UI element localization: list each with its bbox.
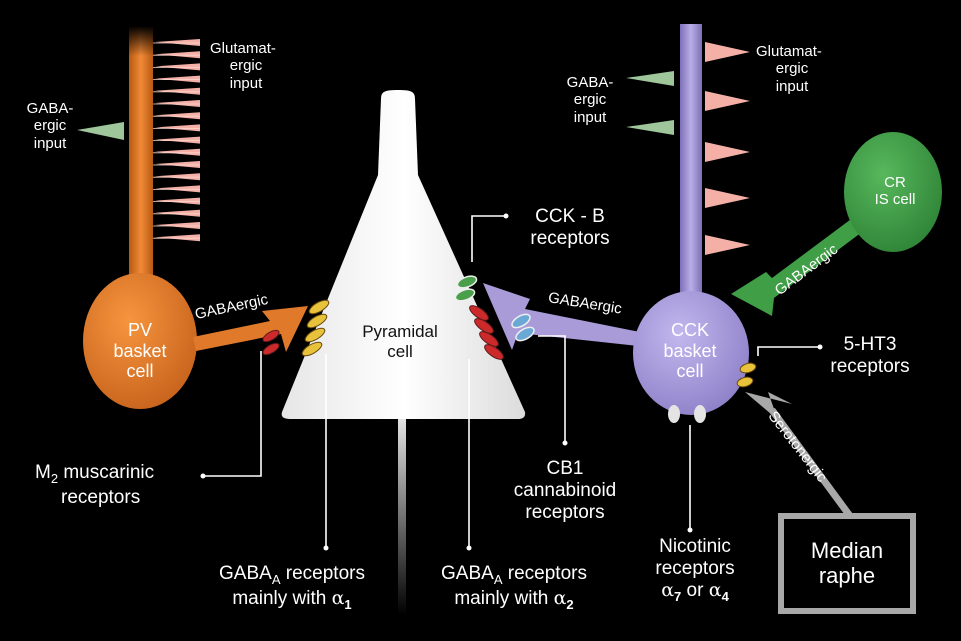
nicotinic-receptors-label: Nicotinic receptors α7 or α4 bbox=[655, 536, 735, 604]
ht3-receptor-1 bbox=[739, 362, 757, 374]
nicotinic-receptor-2 bbox=[694, 405, 706, 423]
median-raphe-box bbox=[778, 513, 916, 614]
pv-dendrite bbox=[129, 26, 153, 298]
pv-glutamatergic-terminal bbox=[155, 39, 200, 46]
pyramidal-cell-shape bbox=[281, 90, 526, 615]
gabaa-alpha2-label: GABAA receptors mainly with α2 bbox=[441, 563, 587, 612]
pv-glutamatergic-terminal bbox=[155, 100, 200, 107]
gabaa-alpha2-receptors bbox=[469, 305, 504, 360]
pv-glutamatergic-terminal bbox=[155, 124, 200, 132]
serotonergic-pathway bbox=[745, 392, 916, 614]
pv-glutamatergic-terminal bbox=[155, 161, 200, 168]
ht3-receptor-2 bbox=[736, 376, 754, 388]
cck-gabaergic-terminal-2 bbox=[626, 120, 674, 135]
cck-soma bbox=[633, 291, 749, 415]
pv-glutamatergic-spines bbox=[153, 39, 200, 242]
pv-glutamatergic-terminal bbox=[155, 148, 200, 156]
pv-glutamatergic-terminal bbox=[155, 63, 200, 71]
pv-glutamatergic-terminal bbox=[155, 197, 200, 205]
cck-glutamatergic-terminal bbox=[705, 42, 750, 62]
pv-glutamatergic-terminal bbox=[155, 112, 200, 120]
pv-axon-terminal bbox=[193, 306, 308, 352]
cb1-receptors bbox=[511, 313, 535, 342]
pyramidal-axon bbox=[398, 415, 406, 615]
pv-glutamatergic-terminal bbox=[155, 234, 200, 242]
pv-gabaergic-terminal bbox=[77, 122, 124, 140]
pv-glutamatergic-terminal bbox=[155, 75, 200, 83]
pv-glutamatergic-terminal bbox=[155, 173, 200, 181]
cr-soma bbox=[844, 132, 942, 252]
cr-is-cell-shape bbox=[731, 132, 942, 316]
cr-axon bbox=[731, 205, 878, 316]
m2-muscarinic-receptors-label: M2 muscarinic receptors bbox=[35, 462, 155, 508]
callout-lines bbox=[203, 215, 820, 548]
pv-glutamatergic-terminal bbox=[155, 222, 200, 229]
nicotinic-receptor-1 bbox=[668, 405, 680, 423]
pv-basket-cell-shape bbox=[77, 26, 308, 409]
gabaa-alpha1-receptors bbox=[301, 299, 330, 357]
pv-glutamatergic-terminal bbox=[155, 51, 200, 59]
callout-dots bbox=[200, 213, 823, 551]
cck-glutamatergic-terminal bbox=[705, 235, 750, 255]
cck-glutamatergic-terminal bbox=[705, 188, 750, 208]
serotonergic-terminal bbox=[745, 392, 792, 420]
pv-soma bbox=[83, 273, 197, 409]
gabaa-alpha1-label: GABAA receptors mainly with α1 bbox=[219, 563, 365, 612]
cck-glutamatergic-terminal bbox=[705, 91, 750, 111]
cck-gabaergic-terminal-1 bbox=[626, 71, 674, 86]
pv-glutamatergic-terminal bbox=[155, 209, 200, 217]
m2-muscarinic-receptors bbox=[262, 329, 280, 356]
pv-glutamatergic-terminal bbox=[155, 136, 200, 144]
cck-glutamatergic-spines bbox=[705, 42, 750, 255]
pv-glutamatergic-terminal bbox=[155, 185, 200, 193]
pyramidal-soma bbox=[281, 90, 526, 419]
cckb-receptors bbox=[454, 275, 478, 302]
cck-glutamatergic-terminal bbox=[705, 142, 750, 162]
cck-dendrite bbox=[680, 24, 702, 310]
pv-glutamatergic-terminal bbox=[155, 87, 200, 95]
